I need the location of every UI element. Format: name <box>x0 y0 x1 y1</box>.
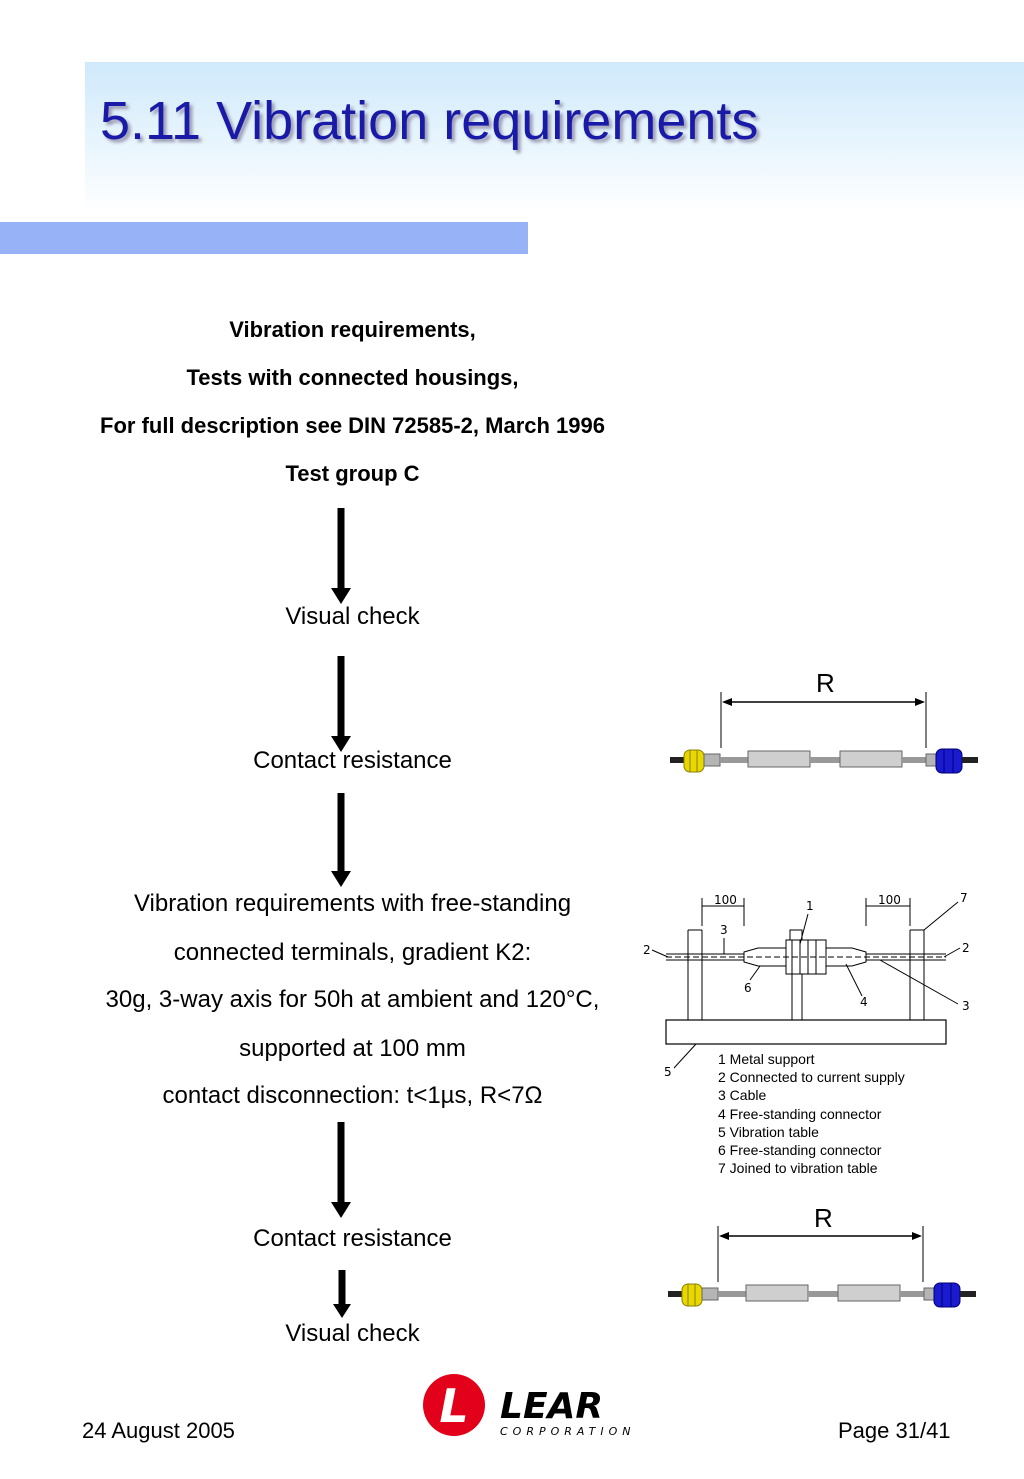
footer-page-number: Page 31/41 <box>838 1418 951 1443</box>
callout-7: 7 <box>960 891 968 905</box>
legend-item: 6 Free-standing connector <box>718 1142 882 1159</box>
callout-1: 1 <box>806 899 814 913</box>
title-band <box>85 62 1024 212</box>
step-visual-check-2: Visual check <box>285 1320 420 1347</box>
callout-2-right: 2 <box>962 941 970 955</box>
footer-date: 24 August 2005 <box>82 1418 235 1443</box>
legend-item: 1 Metal support <box>718 1051 815 1067</box>
dimension-label-right: 100 <box>878 893 901 907</box>
vibration-line-3: 30g, 3-way axis for 50h at ambient and 1… <box>105 986 600 1013</box>
header-line-3: For full description see DIN 72585-2, Ma… <box>100 413 605 438</box>
callout-2-left: 2 <box>643 943 651 957</box>
vibration-test-diagram: 100 100 1 2 2 3 3 4 5 6 7 <box>643 891 970 1079</box>
resistance-label-2: R <box>814 1203 833 1233</box>
vibration-line-5: contact disconnection: t<1µs, R<7Ω <box>162 1082 543 1109</box>
legend-item: 5 Vibration table <box>718 1123 819 1140</box>
header-line-4: Test group C <box>285 461 420 486</box>
callout-3-left: 3 <box>720 923 728 937</box>
vibration-line-4: supported at 100 mm <box>239 1035 466 1062</box>
legend-item: 7 Joined to vibration table <box>718 1160 878 1177</box>
legend-item: 2 Connected to current supply <box>718 1069 905 1086</box>
connector-figure-2 <box>668 1226 976 1308</box>
connector-figure-1 <box>670 692 978 774</box>
step-contact-resistance-1: Contact resistance <box>253 747 452 774</box>
lear-logo-circle <box>423 1374 485 1436</box>
callout-6: 6 <box>744 981 752 995</box>
callout-4: 4 <box>860 995 868 1009</box>
lear-logo-mark: L <box>439 1379 468 1433</box>
dimension-label-left: 100 <box>714 893 737 907</box>
diagram-legend: 1 Metal support 2 Connected to current s… <box>718 1050 905 1177</box>
flow-arrow-2 <box>331 656 351 752</box>
flow-arrow-4 <box>331 1122 351 1218</box>
legend-item: 3 Cable <box>718 1087 767 1104</box>
flow-arrow-3 <box>331 793 351 887</box>
resistance-label-1: R <box>816 668 835 698</box>
title-underline-bar <box>0 222 528 254</box>
lear-logo-name: LEAR <box>500 1386 603 1427</box>
legend-item: 4 Free-standing connector <box>718 1105 882 1122</box>
callout-3-right: 3 <box>962 999 970 1013</box>
header-line-2: Tests with connected housings, <box>186 365 519 390</box>
step-visual-check-1: Visual check <box>285 603 420 630</box>
flow-arrow-5 <box>333 1270 351 1318</box>
step-contact-resistance-2: Contact resistance <box>253 1225 452 1252</box>
callout-5: 5 <box>664 1065 672 1079</box>
vibration-line-1: Vibration requirements with free-standin… <box>133 890 572 917</box>
lear-logo-sub: CORPORATION <box>500 1425 636 1438</box>
vibration-line-2: connected terminals, gradient K2: <box>173 939 532 966</box>
header-line-1: Vibration requirements, <box>229 317 476 342</box>
lear-logo: L LEAR CORPORATION <box>423 1374 636 1438</box>
flow-arrow-1 <box>331 508 351 604</box>
page-title: 5.11 Vibration requirements <box>100 91 759 151</box>
